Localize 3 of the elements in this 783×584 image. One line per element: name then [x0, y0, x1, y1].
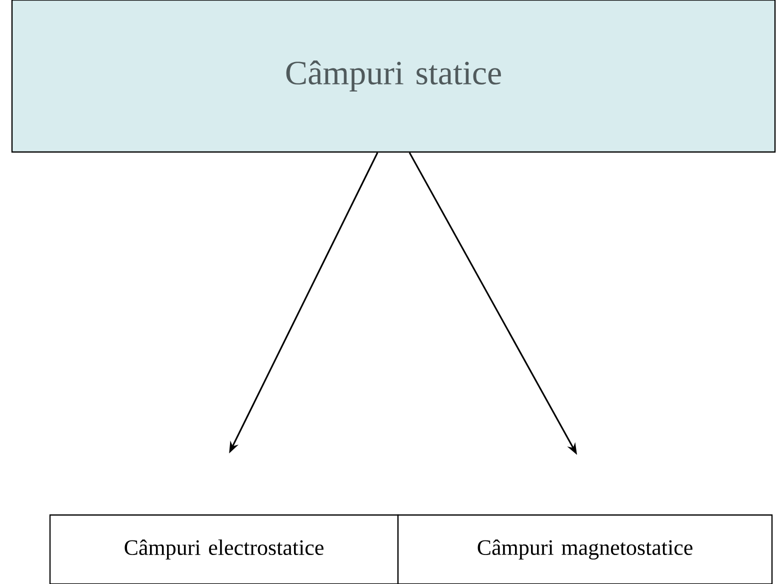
- category-box: Câmpuri electrostatice: [49, 514, 399, 584]
- category-box: Câmpuri magnetostatice: [397, 514, 773, 584]
- title-box: Câmpuri statice: [11, 0, 776, 153]
